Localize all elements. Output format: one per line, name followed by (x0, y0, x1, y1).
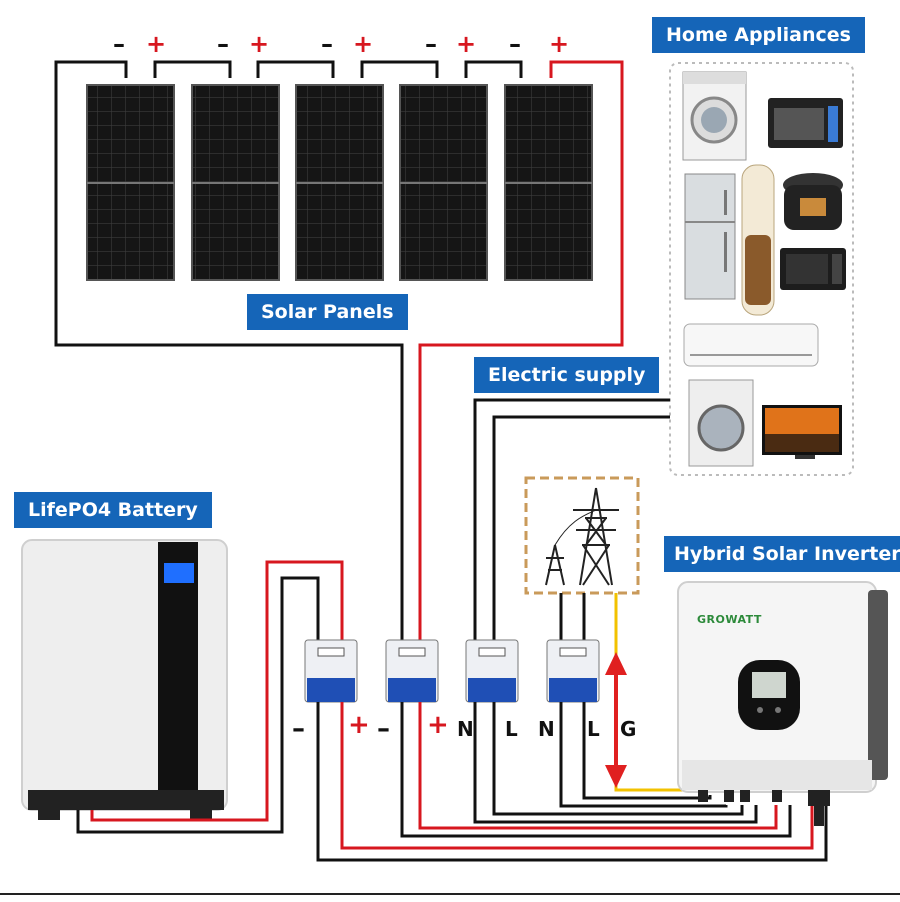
breaker-to-inverter-wires (316, 702, 828, 862)
panel-5-minus: – (509, 30, 521, 58)
transmission-tower-icon (545, 487, 619, 586)
load-wires (473, 398, 670, 640)
battery-wires (76, 560, 344, 834)
bottom-divider (0, 893, 900, 895)
panel-series-wires (54, 60, 624, 640)
battery-plus-terminal: + (348, 710, 370, 740)
panel-2-minus: – (217, 30, 229, 58)
panel-3-plus: + (353, 30, 374, 58)
inverter-icon (677, 581, 888, 826)
inverter-brand: GROWATT (697, 613, 762, 626)
tv-icon (762, 405, 842, 459)
breaker-grid (546, 639, 600, 703)
front-loader-icon (688, 379, 754, 467)
load-l-terminal: L (505, 717, 518, 741)
rice-cooker-icon (783, 173, 843, 230)
breaker-battery (304, 639, 358, 703)
load-n-terminal: N (457, 717, 474, 741)
grid-n-terminal: N (538, 717, 555, 741)
battery-minus-terminal: – (292, 714, 305, 744)
panel-1-minus: – (113, 30, 125, 58)
breaker-pv (385, 639, 439, 703)
electric-supply-label: Electric supply (474, 357, 660, 393)
inverter-label: Hybrid Solar Inverter (664, 536, 900, 572)
oven-icon (768, 98, 843, 148)
breaker-load (465, 639, 519, 703)
battery-cabinet-icon (21, 539, 228, 820)
panel-3-minus: – (321, 30, 333, 58)
grid-box (524, 476, 640, 595)
panel-5-plus: + (549, 30, 570, 58)
grid-l-terminal: L (587, 717, 600, 741)
panel-4-plus: + (456, 30, 477, 58)
battery-label: LifePO4 Battery (14, 492, 212, 528)
appliances-group (682, 71, 846, 467)
grid-wires (559, 593, 586, 640)
panel-4-minus: – (425, 30, 437, 58)
ac-split-icon (683, 323, 819, 367)
panel-1-plus: + (146, 30, 167, 58)
washing-machine-icon (682, 71, 747, 161)
circuit-breaker-icon (304, 639, 600, 703)
panel-2-plus: + (249, 30, 270, 58)
home-appliances-label: Home Appliances (652, 17, 865, 53)
ac-tower-icon (741, 164, 775, 316)
microwave-icon (780, 248, 846, 290)
pv-minus-terminal: – (377, 714, 390, 744)
ground-terminal: G (620, 717, 637, 741)
flow-arrow-icon (605, 652, 627, 788)
solar-panels-label: Solar Panels (247, 294, 408, 330)
fridge-icon (684, 173, 736, 300)
pv-plus-terminal: + (427, 710, 449, 740)
solar-panel-icon (86, 84, 593, 281)
